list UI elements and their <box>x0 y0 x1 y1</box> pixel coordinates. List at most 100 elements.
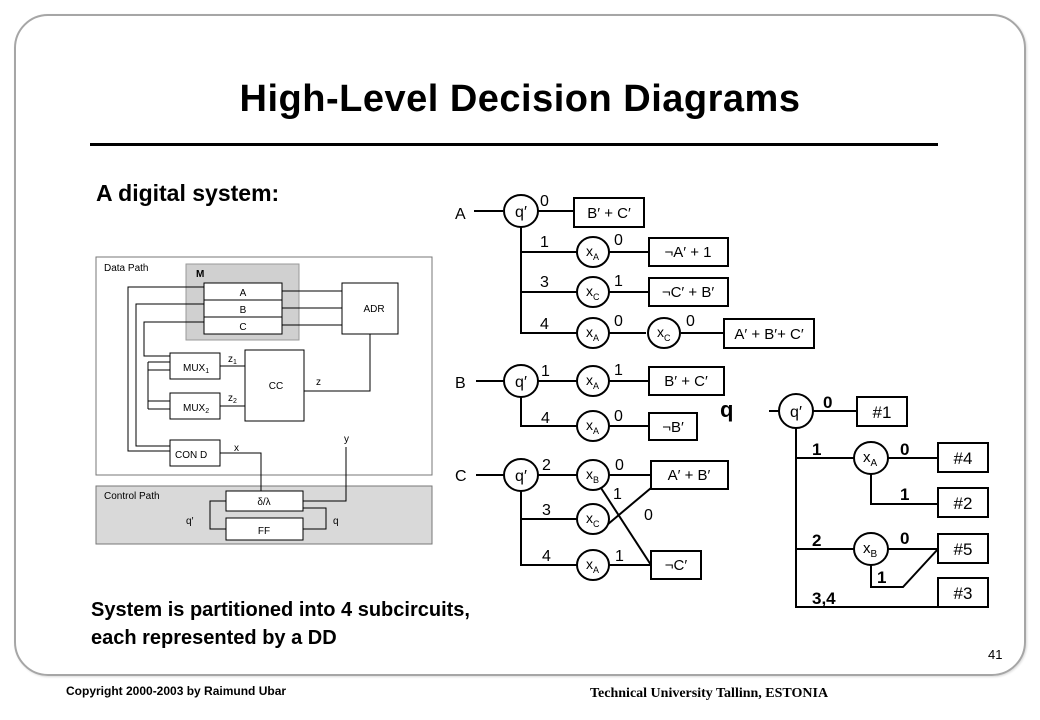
dd-a-node-xc-label: xC <box>586 283 600 302</box>
mux2-subscript: 2 <box>205 408 209 415</box>
dd-q-node-xa-label: xA <box>863 449 878 469</box>
dd-c-node-xa-sub: A <box>593 565 599 575</box>
reg-to-adr-wires <box>282 290 342 326</box>
z2-label: z2 <box>228 393 237 405</box>
dd-q-terminal-1-label: #1 <box>873 403 892 422</box>
fsm-label: δ/λ <box>257 497 270 508</box>
mux2-text: MUX <box>183 403 206 414</box>
dd-q-terminal-5-label: #5 <box>954 540 973 559</box>
dd-a-terminal-4-label: A′ + B′+ C′ <box>734 326 803 343</box>
mux2-block <box>169 392 221 420</box>
dd-a-output-label: A <box>455 206 466 223</box>
q-loop-wire <box>303 507 327 530</box>
dd-a-node-xc-2-var: x <box>657 324 664 340</box>
q-label: q <box>333 516 339 527</box>
dd-c-edges <box>476 474 652 566</box>
reg-a-feedback-wire <box>127 286 204 452</box>
dd-b-node-xa-2 <box>576 410 610 442</box>
dd-q-node-xb-sub: B <box>871 549 878 560</box>
cc-block <box>244 349 305 422</box>
dd-q-edge-label-34: 3,4 <box>812 589 836 608</box>
dd-a-node-edges <box>609 251 724 334</box>
control-path-label: Control Path <box>104 491 160 502</box>
dd-c: C q′ 2 3 4 xB xC xA 0 1 1 0 A′ + B′ ¬C′ <box>455 457 729 581</box>
dd-c-node-xa-label: xA <box>586 556 599 575</box>
dd-c-terminal-4-label: ¬C′ <box>665 557 688 574</box>
dd-c-cross-label-0: 0 <box>644 507 653 524</box>
dd-a-terminal-3 <box>648 277 729 307</box>
ff-label: FF <box>258 526 270 537</box>
dd-a-node-xa-2-var: x <box>586 324 593 340</box>
dd-q-node-xa-sub: A <box>871 458 878 469</box>
mux1-text: MUX <box>183 363 206 374</box>
institution-text: Technical University Tallinn, ESTONIA <box>590 686 829 701</box>
dd-c-node-xc <box>576 503 610 535</box>
dd-a-edge-label-4: 4 <box>540 316 549 333</box>
dd-b-xa-out: 1 <box>614 362 623 379</box>
mux1-block <box>169 352 221 380</box>
dd-a-node-xc-2-label: xC <box>657 324 671 343</box>
slide-subtitle: A digital system: <box>96 180 280 206</box>
caption-line-2: each represented by a DD <box>91 627 337 649</box>
cond-label: CON D <box>175 450 207 461</box>
dd-b-node-xa-2-var: x <box>586 417 593 433</box>
dd-a-node-xc-2-sub: C <box>664 333 671 343</box>
dd-c-terminal-2-label: A′ + B′ <box>668 467 711 484</box>
z1-label: z1 <box>228 354 237 366</box>
dd-q-terminal-2-label: #2 <box>954 494 973 513</box>
dd-b-edges <box>476 380 649 427</box>
dd-b-xa2-out: 0 <box>614 408 623 425</box>
register-b-label: B <box>240 305 247 316</box>
dd-b-node-xa-sub: A <box>593 381 599 391</box>
title-underline <box>90 143 938 146</box>
mux1-label: MUX1 <box>183 363 209 375</box>
dd-a-node-xa-sub: A <box>593 252 599 262</box>
dd-c-node-xb-sub: B <box>593 475 599 485</box>
dd-q-terminal-5 <box>937 533 989 564</box>
mux1-subscript: 1 <box>205 368 209 375</box>
dd-a-node-xc-var: x <box>586 283 593 299</box>
dd-c-node-xb-label: xB <box>586 466 599 485</box>
dd-a-terminal-0 <box>573 197 645 228</box>
copyright-text: Copyright 2000-2003 by Raimund Ubar <box>66 684 287 698</box>
dd-a-edge-label-3: 3 <box>540 274 549 291</box>
dd-a-edge-label-0: 0 <box>540 193 549 210</box>
dd-c-node-xc-label: xC <box>586 510 600 529</box>
dd-c-node-xc-sub: C <box>593 519 600 529</box>
page-number: 41 <box>988 647 1003 662</box>
slide-caption: System is partitioned into 4 subcircuits… <box>91 596 470 652</box>
dd-a-node-xa-2 <box>576 317 610 349</box>
dd-a-terminal-0-label: B′ + C′ <box>587 205 631 222</box>
dd-a-vertical <box>520 227 577 334</box>
dd-c-edge-label-2: 2 <box>542 457 551 474</box>
dd-c-node-xc-var: x <box>586 510 593 526</box>
slide-title: High-Level Decision Diagrams <box>239 78 801 120</box>
dd-q-node-xb-var: x <box>863 540 871 557</box>
mux-to-cc-wires <box>220 365 245 407</box>
dd-b-terminal-1-label: B′ + C′ <box>664 373 708 390</box>
fsm-to-y-wire <box>303 447 347 502</box>
dd-b-edge-label-4: 4 <box>541 410 550 427</box>
q-prime-loop-wire <box>209 500 226 530</box>
cc-label: CC <box>269 381 283 392</box>
dd-c-xa-out: 1 <box>615 548 624 565</box>
dd-a-xa2-out: 0 <box>614 313 623 330</box>
z-label: z <box>316 377 321 388</box>
dd-b-root-label: q′ <box>515 374 527 391</box>
dd-a-terminal-1-label: ¬A′ + 1 <box>664 244 711 261</box>
dd-a-terminal-4 <box>723 318 815 349</box>
dd-q-xb-1 <box>870 548 939 588</box>
adr-label: ADR <box>363 304 384 315</box>
dd-b-root-node <box>503 364 539 398</box>
dd-a-xc2-out: 0 <box>686 313 695 330</box>
x-label: x <box>234 443 239 454</box>
dd-q-terminal-3 <box>937 577 989 608</box>
dd-a-root-label: q′ <box>515 204 527 221</box>
dd-b-node-xa-2-sub: A <box>593 426 599 436</box>
dd-a-branches <box>521 251 577 293</box>
adr-block <box>341 282 399 335</box>
dd-a-xc-out: 1 <box>614 273 623 290</box>
dd-b-edge-4 <box>520 397 649 427</box>
dd-c-node-xa-var: x <box>586 556 593 572</box>
dd-q-terminal-4-label: #4 <box>954 449 973 468</box>
